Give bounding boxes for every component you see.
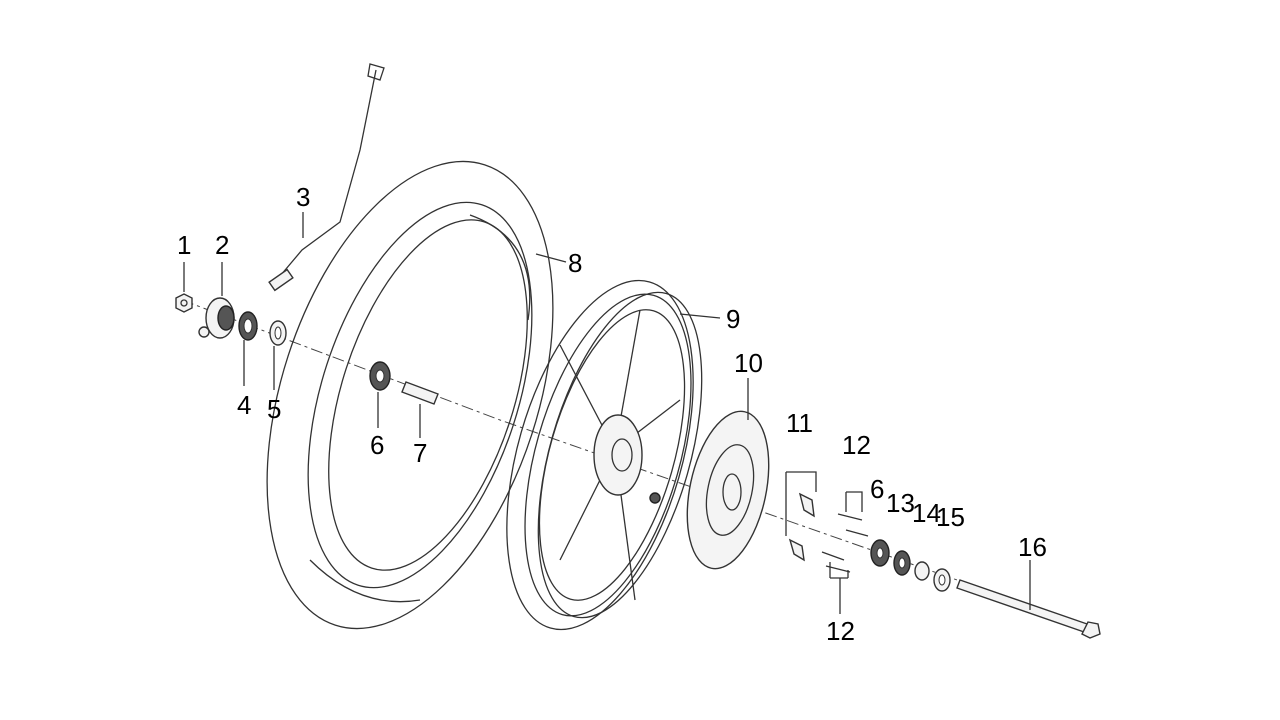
axle-centerline [181,299,1001,596]
bearing-part-6-left [369,361,391,391]
label-9: 9 [726,304,740,334]
label-12-bottom: 12 [826,616,855,646]
washer-part-5 [269,320,287,346]
nut-part-1 [175,293,193,313]
label-10: 10 [734,348,763,378]
speedometer-cable-part-3 [268,63,385,292]
axle-part-16 [956,579,1101,639]
label-13: 13 [886,488,915,518]
label-3: 3 [296,182,310,212]
leader-lines [183,212,1031,614]
rim-part-9 [506,279,703,631]
label-4: 4 [237,390,251,420]
collar-part-14 [914,561,930,581]
tire-part-8 [266,160,554,630]
seal-part-13 [893,550,911,576]
part-labels: 1 2 3 4 5 6 7 8 9 10 11 12 6 13 14 15 12… [177,182,1047,646]
bolts-part-12 [821,513,869,573]
label-16: 16 [1018,532,1047,562]
label-11: 11 [786,408,813,438]
gear-box-part-2 [198,297,235,339]
label-2: 2 [215,230,229,260]
bearing-part-6-right [870,539,890,567]
label-14: 14 [912,498,941,528]
brake-disc-part-10 [686,410,770,570]
label-5: 5 [267,394,281,424]
label-1: 1 [177,230,191,260]
clip-part-11 [788,492,815,562]
spacer-part-7 [401,381,439,405]
washer-part-15 [933,568,951,592]
label-6-left: 6 [370,430,384,460]
label-12-top: 12 [842,430,871,460]
seal-part-4 [238,311,258,341]
label-6-right: 6 [870,474,884,504]
label-7: 7 [413,438,427,468]
label-8: 8 [568,248,582,278]
label-15: 15 [936,502,965,532]
